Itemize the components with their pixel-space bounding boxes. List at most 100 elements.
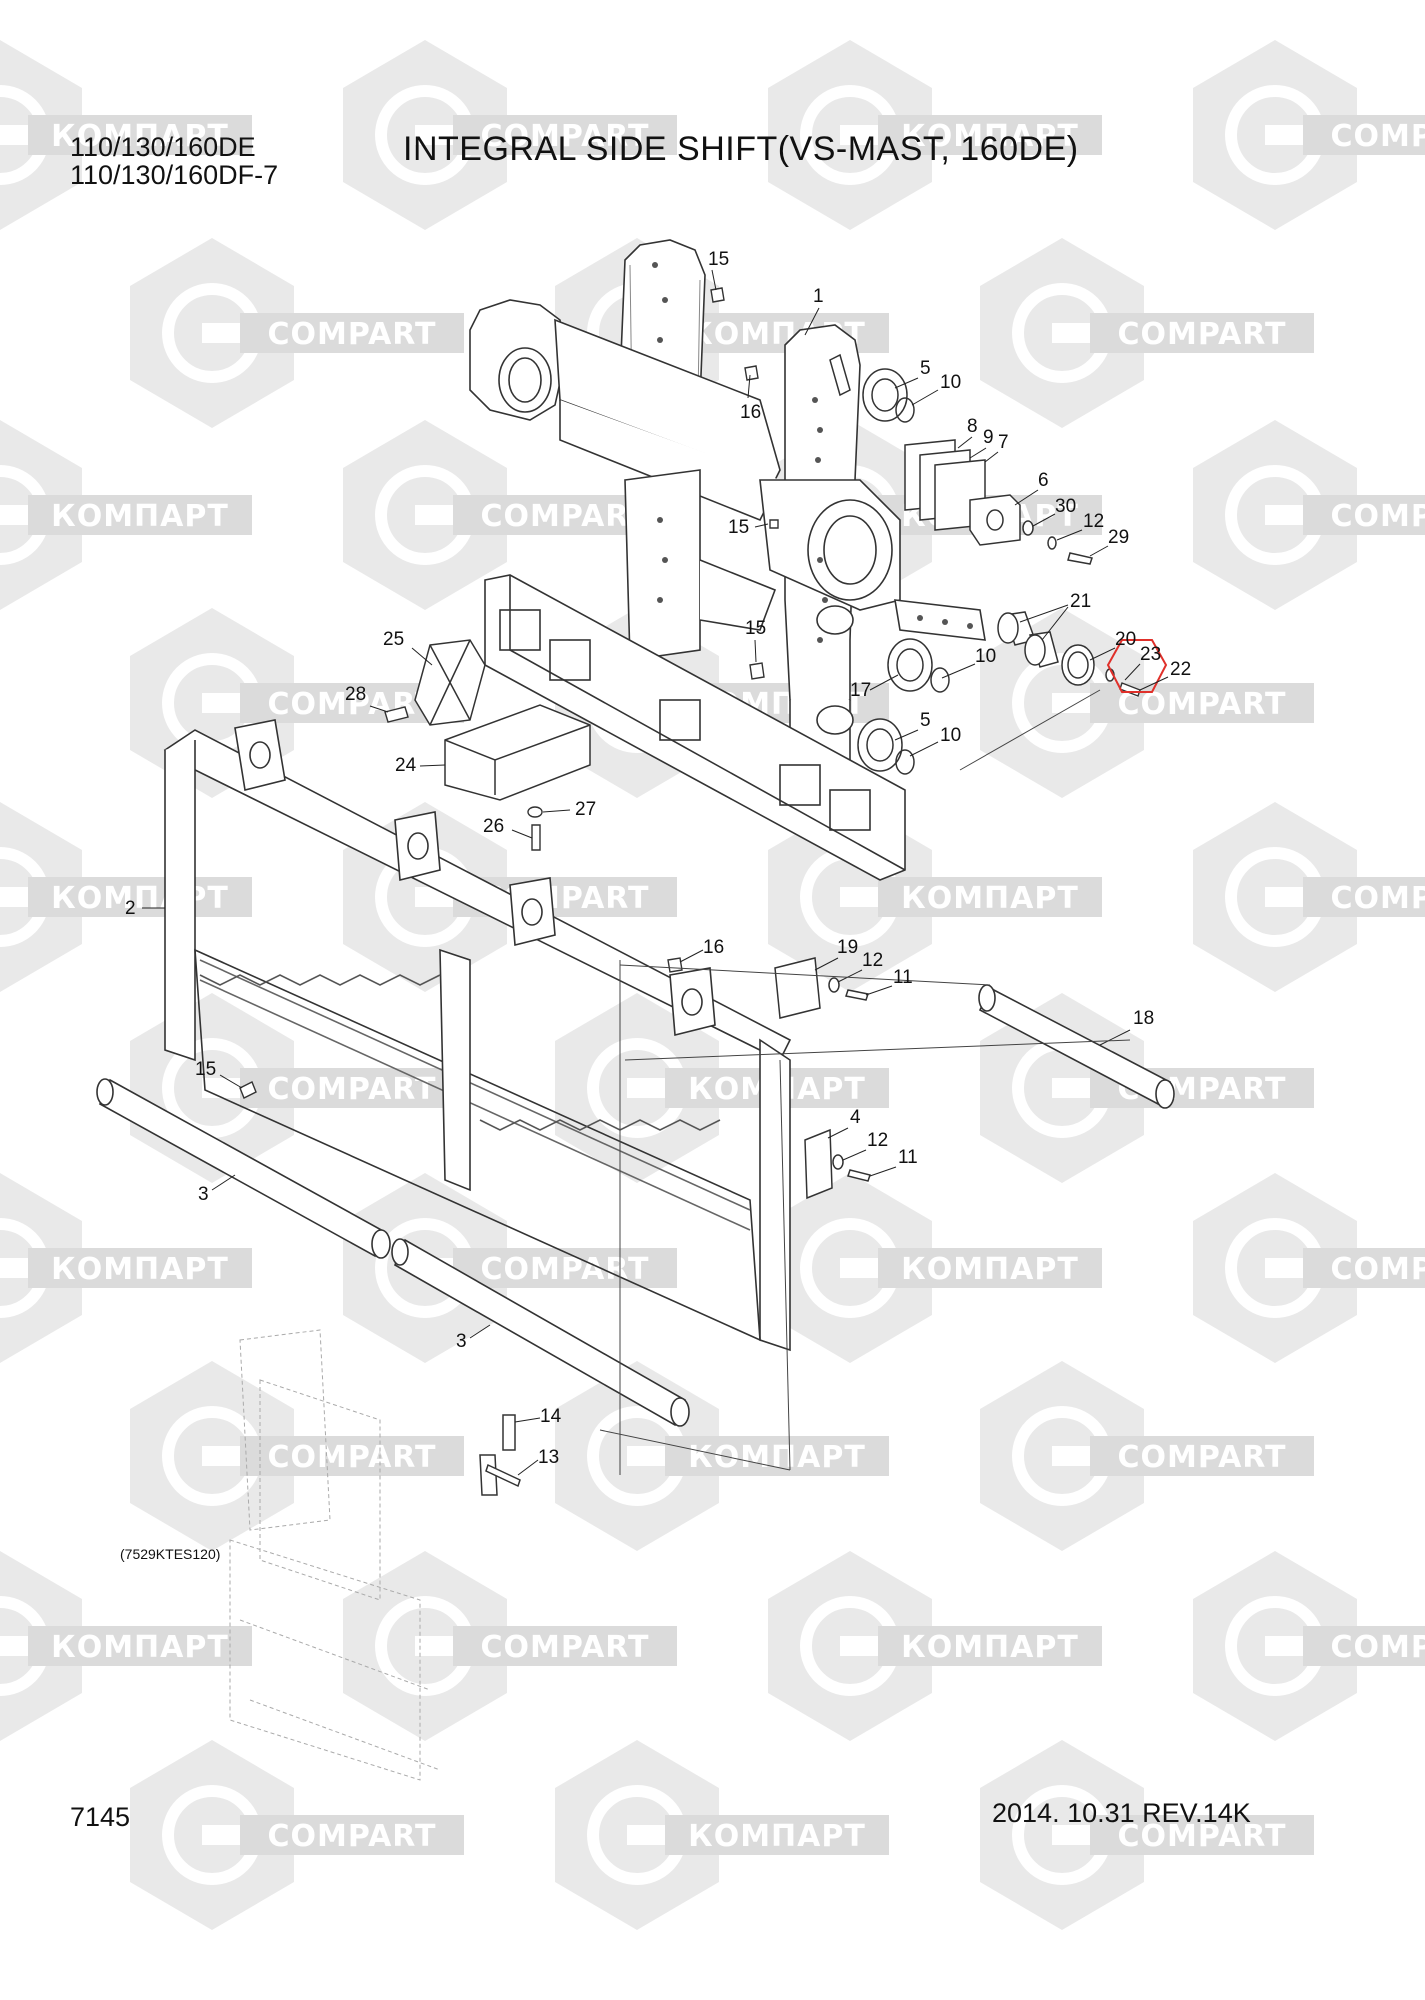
watermark-tile: КОМПАРТ [0, 1551, 252, 1741]
callout-part-7: 7 [998, 432, 1009, 453]
callout-part-2: 2 [125, 898, 136, 919]
callout-part-10: 10 [940, 372, 961, 393]
leader-line-part-16 [747, 374, 751, 399]
watermark-tile: КОМПАРТ [0, 802, 252, 992]
reference-line [624, 1039, 1131, 1061]
date-revision: 2014. 10.31 REV.14K [992, 1798, 1251, 1828]
watermark-text: КОМПАРТ [901, 119, 1079, 154]
leader-line-part-21 [1041, 606, 1069, 641]
bushings-part-21 [997, 611, 1059, 668]
leader-line-part-25 [411, 647, 433, 666]
leader-line-part-28 [369, 705, 389, 713]
watermark-tile: COMPART [1193, 802, 1425, 992]
watermark-text: COMPART [267, 1072, 436, 1107]
callout-part-15: 15 [728, 517, 749, 538]
watermark-text: КОМПАРТ [688, 1819, 866, 1854]
watermark-text: КОМПАРТ [51, 119, 229, 154]
callout-part-1: 1 [813, 286, 824, 307]
watermark-tile: КОМПАРТ [0, 40, 252, 230]
watermark-tile: COMPART [130, 1740, 464, 1930]
callout-part-12: 12 [867, 1130, 888, 1151]
watermark-text: COMPART [1330, 499, 1425, 534]
callout-part-28: 28 [345, 684, 366, 705]
callout-part-5: 5 [920, 710, 931, 731]
collar-part-20 [1061, 644, 1115, 686]
leader-line-part-20 [1089, 647, 1116, 661]
watermark: КОМПАРТCOMPARTКОМПАРТCOMPARTCOMPARTКОМПА… [0, 40, 1425, 1930]
watermark-text: COMPART [1117, 1819, 1286, 1854]
shaft-part-3-left [96, 1078, 391, 1259]
callout-part-27: 27 [575, 799, 596, 820]
leader-line-part-3 [211, 1174, 236, 1191]
watermark-text: КОМПАРТ [51, 499, 229, 534]
leader-line-part-5 [894, 729, 919, 741]
watermark-tile: КОМПАРТ [0, 1173, 252, 1363]
watermark-text: COMPART [1330, 1630, 1425, 1665]
watermark-text: COMPART [267, 317, 436, 352]
leader-line-part-18 [1099, 1029, 1131, 1046]
leader-line-part-12 [837, 969, 863, 983]
watermark-tile: COMPART [980, 1361, 1314, 1551]
callout-part-5: 5 [920, 358, 931, 379]
callout-part-26: 26 [483, 816, 504, 837]
callout-part-17: 17 [850, 680, 871, 701]
callout-part-24: 24 [395, 755, 417, 776]
leader-line-part-12 [1056, 529, 1083, 541]
callout-part-20: 20 [1115, 629, 1136, 650]
watermark-tile: COMPART [343, 1173, 677, 1363]
callout-part-11: 11 [893, 967, 913, 988]
leader-line-part-10 [911, 389, 939, 406]
watermark-text: COMPART [480, 499, 649, 534]
callout-part-14: 14 [540, 1406, 562, 1427]
watermark-text: COMPART [267, 1440, 436, 1475]
leader-lines [142, 269, 1169, 1476]
leader-line-part-15 [219, 1074, 243, 1089]
callout-part-29: 29 [1108, 527, 1129, 548]
model-numbers-line-1: 110/130/160DE [70, 132, 256, 162]
callout-part-11: 11 [898, 1147, 918, 1168]
leader-line-part-11 [865, 985, 893, 996]
watermark-text: COMPART [1117, 1440, 1286, 1475]
callout-part-18: 18 [1133, 1008, 1154, 1029]
callout-part-6: 6 [1038, 470, 1049, 491]
bolt-washer-part-26-27-28 [384, 706, 543, 851]
leader-line-part-11 [869, 1166, 897, 1177]
callout-part-8: 8 [967, 416, 978, 437]
highlight-part-23 [1106, 639, 1168, 693]
watermark-text: COMPART [1117, 317, 1286, 352]
watermark-text: КОМПАРТ [51, 1252, 229, 1287]
leader-line-part-10 [941, 663, 976, 679]
leader-line-part-26 [511, 829, 533, 839]
watermark-tile: КОМПАРТ [768, 802, 1102, 992]
callout-part-15: 15 [745, 618, 766, 639]
watermark-text: КОМПАРТ [901, 1252, 1079, 1287]
reference-line [619, 964, 991, 986]
watermark-tile: COMPART [130, 1361, 464, 1551]
callout-part-15: 15 [708, 249, 729, 270]
pin-part-13-14 [479, 1414, 521, 1496]
callout-part-19: 19 [837, 937, 858, 958]
leader-line-part-30 [1032, 513, 1056, 527]
callout-part-12: 12 [1083, 511, 1104, 532]
ring-part-10-upper [895, 397, 915, 423]
watermark-tile: COMPART [1193, 420, 1425, 610]
callout-part-23: 23 [1140, 644, 1161, 665]
callout-part-16: 16 [740, 402, 761, 423]
washer-bolt-part-30-12-29 [1022, 520, 1093, 565]
watermark-tile: КОМПАРТ [555, 1361, 889, 1551]
shaft-part-18 [978, 984, 1175, 1109]
callout-part-12: 12 [862, 950, 883, 971]
leader-line-part-24 [419, 764, 446, 767]
page-number: 7145 [70, 1802, 131, 1832]
leader-line-part-27 [542, 809, 571, 813]
watermark-tile: КОМПАРТ [768, 1173, 1102, 1363]
leader-line-part-21 [1019, 604, 1069, 623]
callout-part-30: 30 [1055, 496, 1076, 517]
mast-ghost-outline [229, 1329, 441, 1781]
watermark-text: КОМПАРТ [51, 1630, 229, 1665]
plate-part-19 [774, 957, 869, 1019]
plate-part-4 [804, 1128, 871, 1200]
watermark-text: КОМПАРТ [51, 881, 229, 916]
page-title: INTEGRAL SIDE SHIFT(VS-MAST, 160DE) [403, 130, 1079, 168]
